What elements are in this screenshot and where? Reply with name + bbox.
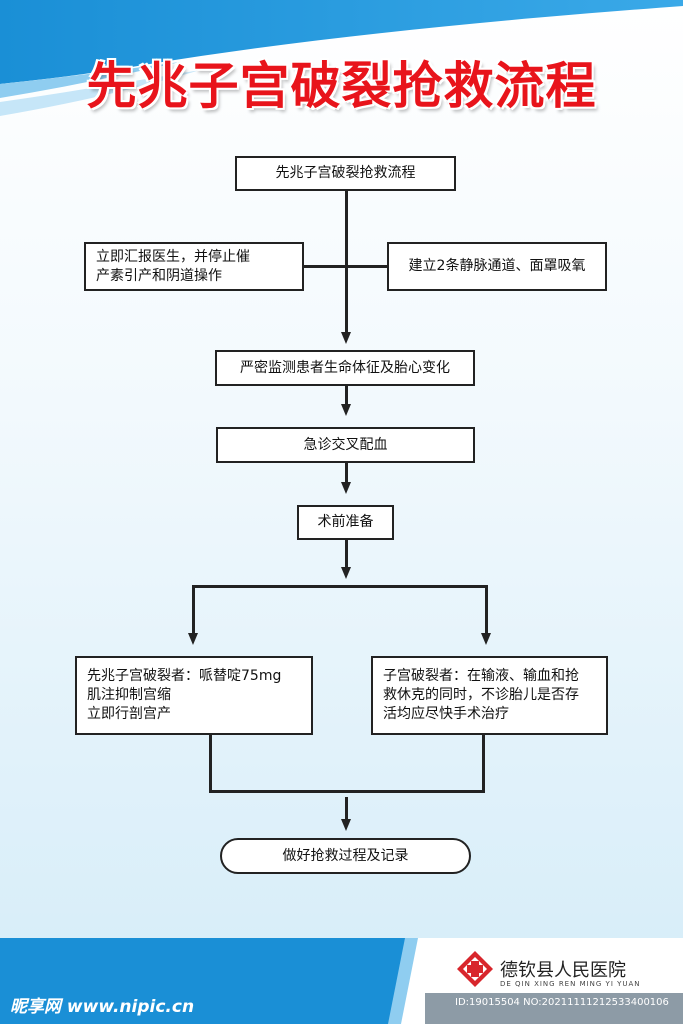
- arrow-down-icon: [341, 332, 351, 344]
- threatened-line-2: 肌注抑制宫缩: [87, 687, 171, 704]
- connector-monitor-blood: [345, 386, 348, 404]
- flow-blood-box: 急诊交叉配血: [216, 427, 475, 463]
- rupture-line-2: 救休克的同时，不诊胎儿是否存: [383, 687, 579, 704]
- flow-start-text: 先兆子宫破裂抢救流程: [275, 165, 416, 182]
- connector-branch-horizontal: [192, 585, 488, 588]
- rupture-line-1: 子宫破裂者：在输液、输血和抢: [383, 668, 579, 685]
- flow-start-box: 先兆子宫破裂抢救流程: [235, 156, 456, 191]
- arrow-down-icon: [341, 567, 351, 579]
- blood-text: 急诊交叉配血: [303, 436, 388, 453]
- left-action-line-2: 产素引产和阴道操作: [96, 267, 222, 284]
- connector-side-horizontal: [303, 265, 388, 268]
- arrow-down-icon: [341, 404, 351, 416]
- image-id: ID:19015504 NO:20211111212533400106: [455, 997, 669, 1008]
- connector-merge-horizontal: [209, 790, 485, 793]
- flow-branch-threatened-box: 先兆子宫破裂者：哌替啶75mg 肌注抑制宫缩 立即行剖宫产: [75, 656, 313, 735]
- connector-preop-split: [345, 539, 348, 567]
- hospital-name: 德钦县人民医院: [500, 960, 626, 981]
- connector-main-vertical: [345, 190, 348, 332]
- arrow-down-icon: [481, 633, 491, 645]
- hospital-pinyin: DE QIN XING REN MING YI YUAN: [500, 980, 641, 988]
- watermark-site: 昵享网 www.nipic.cn: [10, 997, 195, 1017]
- flow-end-box: 做好抢救过程及记录: [220, 838, 471, 874]
- connector-merge-left: [209, 734, 212, 792]
- flow-right-action-box: 建立2条静脉通道、面罩吸氧: [387, 242, 607, 291]
- left-action-line-1: 立即汇报医生，并停止催: [96, 248, 250, 265]
- end-text: 做好抢救过程及记录: [282, 847, 409, 864]
- right-action-text: 建立2条静脉通道、面罩吸氧: [408, 258, 586, 275]
- threatened-line-3: 立即行剖宫产: [87, 705, 171, 722]
- connector-branch-right: [485, 585, 488, 633]
- top-banner-decoration: [0, 0, 683, 116]
- arrow-down-icon: [188, 633, 198, 645]
- arrow-down-icon: [341, 819, 351, 831]
- monitor-text: 严密监测患者生命体征及胎心变化: [240, 359, 450, 376]
- hospital-cross-logo-icon: [457, 951, 493, 987]
- connector-merge-end: [345, 797, 348, 819]
- preop-text: 术前准备: [317, 514, 374, 531]
- threatened-line-1: 先兆子宫破裂者：哌替啶75mg: [87, 668, 282, 685]
- arrow-down-icon: [341, 482, 351, 494]
- connector-merge-right: [482, 734, 485, 792]
- connector-blood-preop: [345, 462, 348, 482]
- rupture-line-3: 活均应尽快手术治疗: [383, 705, 509, 722]
- poster-title: 先兆子宫破裂抢救流程: [86, 57, 597, 115]
- flow-preop-box: 术前准备: [297, 505, 394, 540]
- flow-branch-rupture-box: 子宫破裂者：在输液、输血和抢 救休克的同时，不诊胎儿是否存 活均应尽快手术治疗: [371, 656, 608, 735]
- flow-left-action-box: 立即汇报医生，并停止催 产素引产和阴道操作: [84, 242, 304, 291]
- connector-branch-left: [192, 585, 195, 633]
- flow-monitor-box: 严密监测患者生命体征及胎心变化: [215, 350, 475, 386]
